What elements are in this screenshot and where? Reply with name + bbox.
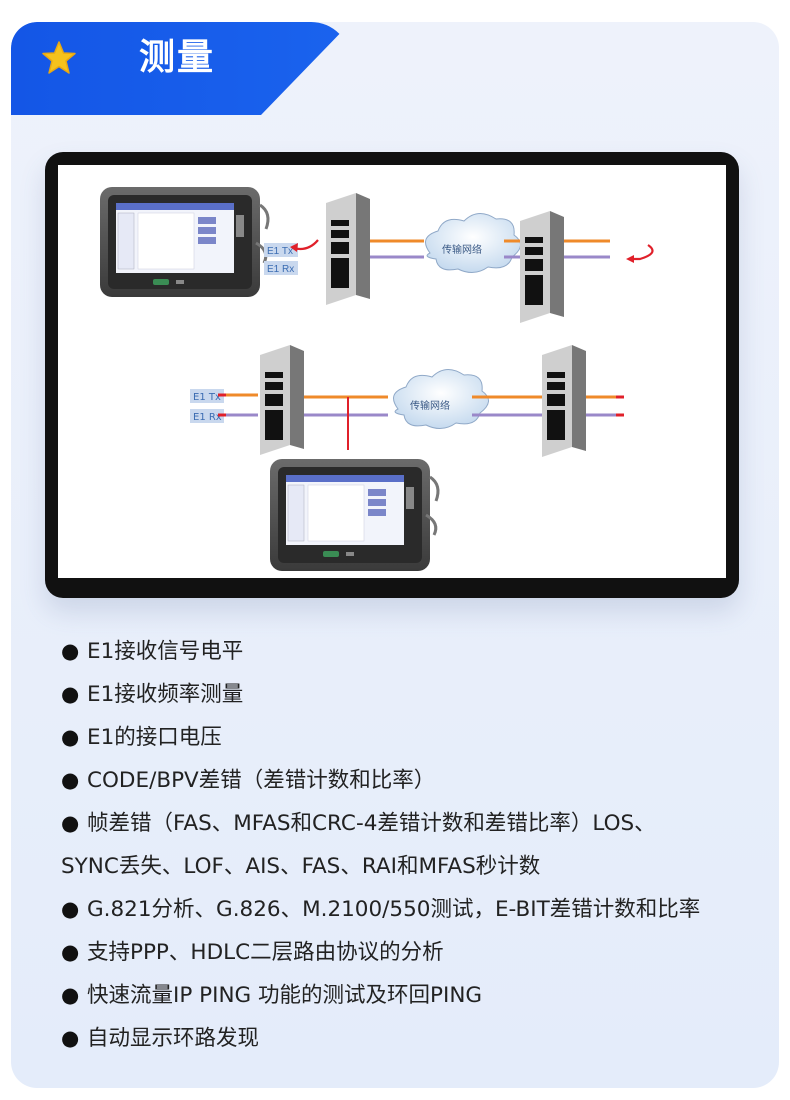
bullet-icon: ● (61, 897, 80, 921)
bullet-icon: ● (61, 940, 80, 964)
e1-rx-label-top: E1 Rx (267, 264, 294, 275)
bullet-icon: ● (61, 682, 80, 706)
section-title: 测量 (139, 37, 216, 78)
feature-text: SYNC丢失、LOF、AIS、FAS、RAI和MFAS秒计数 (61, 854, 541, 879)
bullet-icon: ● (61, 768, 80, 792)
rack-top-right (520, 211, 564, 323)
feature-item: ● E1接收频率测量 (61, 673, 771, 716)
feature-item: ● CODE/BPV差错（差错计数和比率） (61, 759, 771, 802)
bullet-icon: ● (61, 811, 80, 835)
diagram-screen: E1 Tx E1 Rx (58, 165, 726, 578)
feature-text: 支持PPP、HDLC二层路由协议的分析 (87, 940, 444, 965)
bullet-icon: ● (61, 1026, 80, 1050)
network-diagram: E1 Tx E1 Rx (100, 187, 654, 571)
feature-item: ● G.821分析、G.826、M.2100/550测试，E-BIT差错计数和比率 (61, 888, 771, 931)
bullet-icon: ● (61, 725, 80, 749)
bullet-icon: ● (61, 983, 80, 1007)
rack-top-left (326, 193, 370, 305)
feature-item: ● 支持PPP、HDLC二层路由协议的分析 (61, 931, 771, 974)
rack-bottom-left (260, 345, 304, 455)
loopback-arrow-right (630, 244, 654, 261)
transport-network-cloud-bottom: 传输网络 (393, 369, 489, 429)
feature-item-continued: SYNC丢失、LOF、AIS、FAS、RAI和MFAS秒计数 (61, 845, 771, 888)
e1-rx-label-bottom: E1 Rx (193, 412, 222, 423)
rack-bottom-right (542, 345, 586, 457)
feature-list: ● E1接收信号电平 ● E1接收频率测量 ● E1的接口电压 ● CODE/BPV差错… (61, 630, 771, 1060)
e1-tx-label-bottom: E1 Tx (193, 392, 221, 403)
feature-item: ● 自动显示环路发现 (61, 1017, 771, 1060)
feature-text: G.821分析、G.826、M.2100/550测试，E-BIT差错计数和比率 (87, 897, 701, 922)
tester-device-bottom (270, 459, 440, 571)
transport-network-cloud-top: 传输网络 (425, 213, 521, 273)
feature-text: E1接收频率测量 (87, 682, 244, 707)
feature-item: ● E1接收信号电平 (61, 630, 771, 673)
feature-text: CODE/BPV差错（差错计数和比率） (87, 768, 436, 793)
cloud-label-bottom: 传输网络 (410, 399, 450, 412)
feature-text: 快速流量IP PING 功能的测试及环回PING (87, 983, 483, 1008)
star-icon (42, 41, 76, 74)
tablet-frame: E1 Tx E1 Rx (45, 152, 739, 598)
feature-item: ● 帧差错（FAS、MFAS和CRC-4差错计数和差错比率）LOS、 (61, 802, 771, 845)
bullet-icon: ● (61, 639, 80, 663)
measurement-card: 测量 (11, 22, 779, 1088)
feature-text: E1接收信号电平 (87, 639, 244, 664)
feature-item: ● E1的接口电压 (61, 716, 771, 759)
feature-text: 自动显示环路发现 (87, 1026, 260, 1051)
cloud-label-top: 传输网络 (442, 243, 482, 256)
feature-text: E1的接口电压 (87, 725, 222, 750)
tester-device-top (100, 187, 270, 297)
feature-text: 帧差错（FAS、MFAS和CRC-4差错计数和差错比率）LOS、 (87, 811, 656, 836)
feature-item: ● 快速流量IP PING 功能的测试及环回PING (61, 974, 771, 1017)
e1-tx-label-top: E1 Tx (267, 246, 293, 257)
